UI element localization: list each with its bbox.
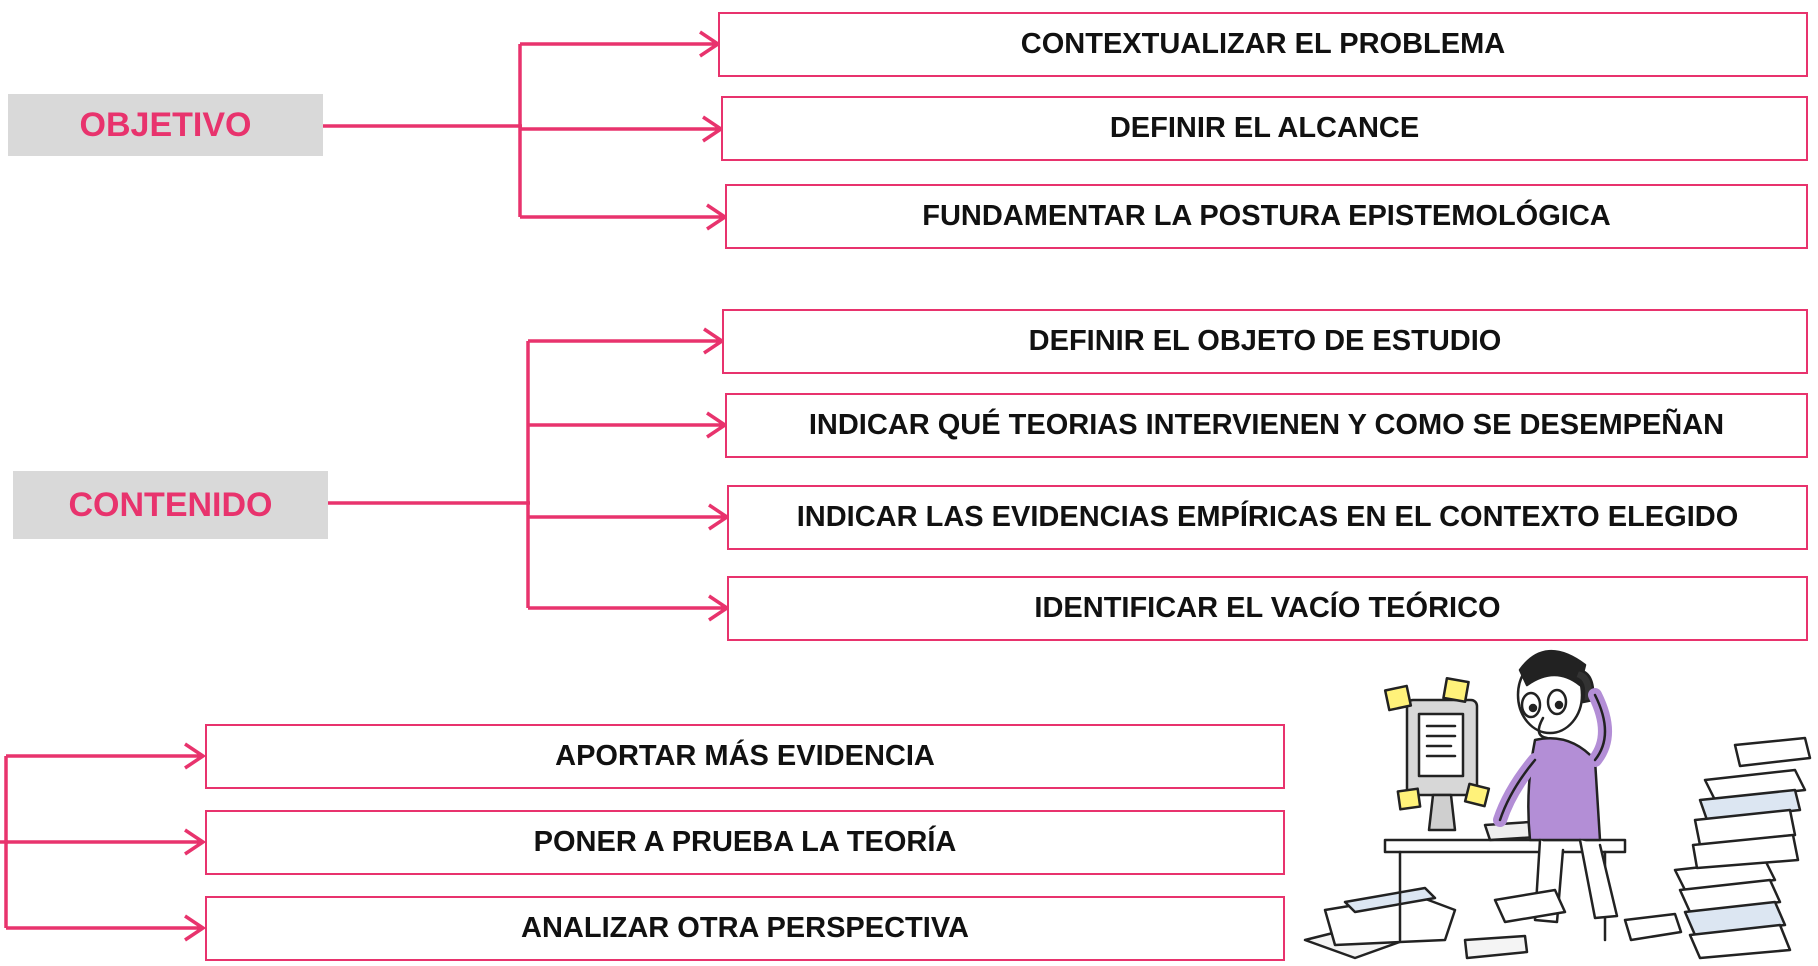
item-definir-alcance: DEFINIR EL ALCANCE — [721, 96, 1808, 161]
arrow-indicar-teorias — [528, 411, 729, 439]
arrow-indicar-evidencias — [528, 503, 731, 531]
item-analizar-perspectiva: ANALIZAR OTRA PERSPECTIVA — [205, 896, 1285, 961]
item-fundamentar-postura: FUNDAMENTAR LA POSTURA EPISTEMOLÓGICA — [725, 184, 1808, 249]
arrow-contextualizar — [520, 30, 722, 58]
arrow-aportar — [6, 742, 207, 770]
item-indicar-evidencias: INDICAR LAS EVIDENCIAS EMPÍRICAS EN EL C… — [727, 485, 1808, 550]
item-aportar-evidencia: APORTAR MÁS EVIDENCIA — [205, 724, 1285, 789]
arrow-fundamentar — [520, 203, 729, 231]
stressed-person-at-computer-icon — [1303, 650, 1812, 960]
item-poner-prueba: PONER A PRUEBA LA TEORÍA — [205, 810, 1285, 875]
contenido-label: CONTENIDO — [13, 471, 328, 539]
objetivo-label: OBJETIVO — [8, 94, 323, 156]
arrow-definir-alcance — [520, 115, 725, 143]
arrow-definir-objeto — [528, 327, 726, 355]
item-contextualizar-problema: CONTEXTUALIZAR EL PROBLEMA — [718, 12, 1808, 77]
item-definir-objeto: DEFINIR EL OBJETO DE ESTUDIO — [722, 309, 1808, 374]
arrow-poner-prueba — [6, 828, 207, 856]
arrow-analizar — [6, 914, 207, 942]
item-indicar-teorias: INDICAR QUÉ TEORIAS INTERVIENEN Y COMO S… — [725, 393, 1808, 458]
item-identificar-vacio: IDENTIFICAR EL VACÍO TEÓRICO — [727, 576, 1808, 641]
arrow-identificar-vacio — [528, 594, 731, 622]
